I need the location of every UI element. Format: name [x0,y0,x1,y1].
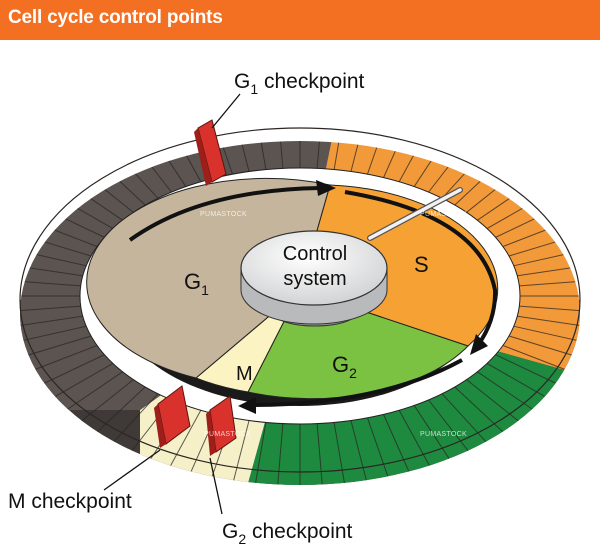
ring-segment-line [439,390,489,445]
ring-segment-line [20,305,86,312]
g1-phase-label: G1 [184,269,209,298]
watermark: PUMASTOCK [200,211,247,218]
arrow-s-to-g2 [344,190,498,347]
control-label-line2: system [283,268,346,290]
ring-segment-line [508,324,580,343]
arrow-g2-to-m [249,358,463,407]
ring-segment-line [397,407,433,470]
control-disc [240,230,388,306]
g2-checkpoint-gate [206,395,237,456]
ring-segment-line [333,141,346,173]
g1-checkpoint-label: G1 checkpoint [234,70,365,97]
control-label-line1: Control [283,243,347,265]
ring-segment-line [20,324,92,343]
ring-segment-line [111,390,161,445]
ring-segment-lines [20,141,580,485]
ring-segment-line [463,376,521,424]
arrow-g1-to-s [128,186,321,242]
ring-segment-line [167,407,203,470]
m-checkpoint-gate [154,385,191,448]
ring-segment-line [514,305,580,312]
ring-segment-line [451,384,506,435]
m-phase-label: M [236,363,253,385]
cycle-arrows [128,186,498,407]
g1-checkpoint-leader [211,93,241,129]
ring-segment-line [491,352,559,385]
page-title: Cell cycle control points [8,7,223,28]
ring-segment-line [425,396,471,455]
ring-segment-line [24,334,96,357]
ring-segment-line [276,141,284,172]
ring-segment-line [31,343,102,372]
arrowhead-g1-s [316,180,336,196]
ring-segment-line [94,384,149,435]
watermark: PUMASTOCK [420,431,467,438]
ring-segment-line [504,334,576,357]
ring-segment-line [276,420,284,485]
ring-segment-line [365,414,391,482]
ring-segment-line [349,417,369,485]
header-bar: Cell cycle control points [0,0,600,40]
ring-segment-line [41,352,109,385]
g2-phase-label: G2 [332,352,357,381]
watermark: PUMASTOCK [204,431,251,438]
cell-cycle-diagram: Control system G1 S G2 M G1 checkpoint M… [8,70,581,547]
ring-segment-line [333,419,346,485]
ring-segment-line [498,343,569,372]
ring-segment-line [349,141,369,175]
m-checkpoint-label: M checkpoint [8,490,132,513]
ring-segment-line [411,402,452,463]
watermarks: PUMASTOCK PUMASTOCK PUMASTOCK PUMASTOCK [200,211,467,438]
arrowhead-g2-m [238,397,256,414]
s-phase-label: S [414,252,429,277]
g2-checkpoint-label: G2 checkpoint [222,520,353,547]
g2-checkpoint-leader [209,457,223,515]
ring-segment-line [20,315,88,327]
g1-checkpoint-gate [194,119,227,186]
ring-segment-line [254,141,267,173]
ring-segment-line [79,376,137,424]
ring-segment-line [231,417,251,485]
arrowhead-s-g2 [470,334,488,355]
ring-segment-line [316,141,324,172]
ring-segment-line [316,420,324,485]
control-system: Control system [240,187,463,327]
ring-segment-line [65,369,127,412]
arrowheads [238,180,488,414]
ring-segment-line [231,141,251,175]
ring-segment-line [381,411,412,477]
ring-segment-line [512,315,580,327]
m-checkpoint-leader [103,449,161,491]
watermark: PUMASTOCK [420,211,467,218]
ring-segment-line [254,419,267,485]
ring-segment-line [473,369,535,412]
leader-lines [103,93,241,515]
